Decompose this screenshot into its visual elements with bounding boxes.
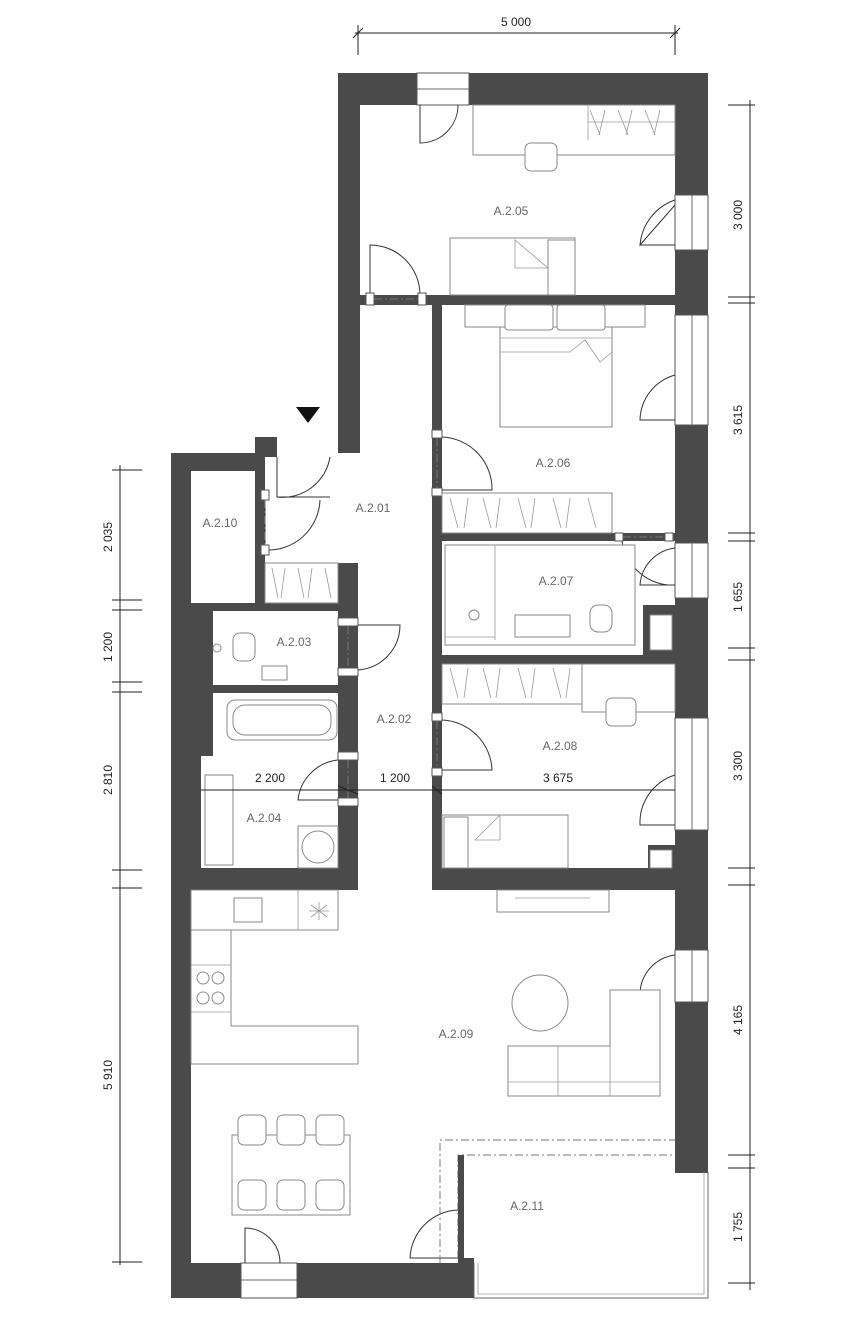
dimension-lines [112, 25, 755, 1290]
doors [244, 104, 676, 1264]
dim-left-3: 2 810 [101, 765, 115, 795]
dim-right-1: 3 000 [731, 200, 745, 230]
room-label-a205: A.2.05 [494, 204, 529, 218]
room-label-a211: A.2.11 [510, 1199, 544, 1213]
room-label-a209: A.2.09 [439, 1027, 474, 1041]
entrance-arrow-icon [296, 407, 320, 423]
dim-right-5: 4 165 [731, 1005, 745, 1035]
room-label-a204: A.2.04 [247, 811, 282, 825]
dim-inner-1: 2 200 [255, 771, 285, 785]
furniture [190, 104, 676, 1216]
dim-left-1: 2 035 [101, 522, 115, 552]
dim-right-2: 3 615 [731, 405, 745, 435]
room-label-a210: A.2.10 [203, 516, 238, 530]
room-label-a201: A.2.01 [356, 501, 391, 515]
dim-right-6: 1 755 [731, 1212, 745, 1242]
dim-right-3: 1 655 [731, 582, 745, 612]
dim-right-4: 3 300 [731, 751, 745, 781]
room-label-a207: A.2.07 [539, 574, 574, 588]
dim-left-2: 1 200 [101, 632, 115, 662]
room-label-a203: A.2.03 [277, 635, 312, 649]
dimension-labels: 5 000 3 000 3 615 1 655 3 300 4 165 1 75… [101, 15, 745, 1242]
dim-inner-3: 3 675 [543, 771, 573, 785]
room-label-a208: A.2.08 [543, 739, 578, 753]
room-labels: A.2.05 A.2.06 A.2.07 A.2.08 A.2.01 A.2.1… [203, 204, 578, 1213]
windows [240, 72, 709, 1299]
dim-left-4: 5 910 [101, 1060, 115, 1090]
inner-dimension-line [201, 785, 675, 795]
dim-top-width: 5 000 [501, 15, 531, 29]
room-label-a206: A.2.06 [536, 456, 571, 470]
dim-inner-2: 1 200 [380, 771, 410, 785]
room-label-a202: A.2.02 [377, 712, 412, 726]
balcony [439, 1139, 709, 1299]
